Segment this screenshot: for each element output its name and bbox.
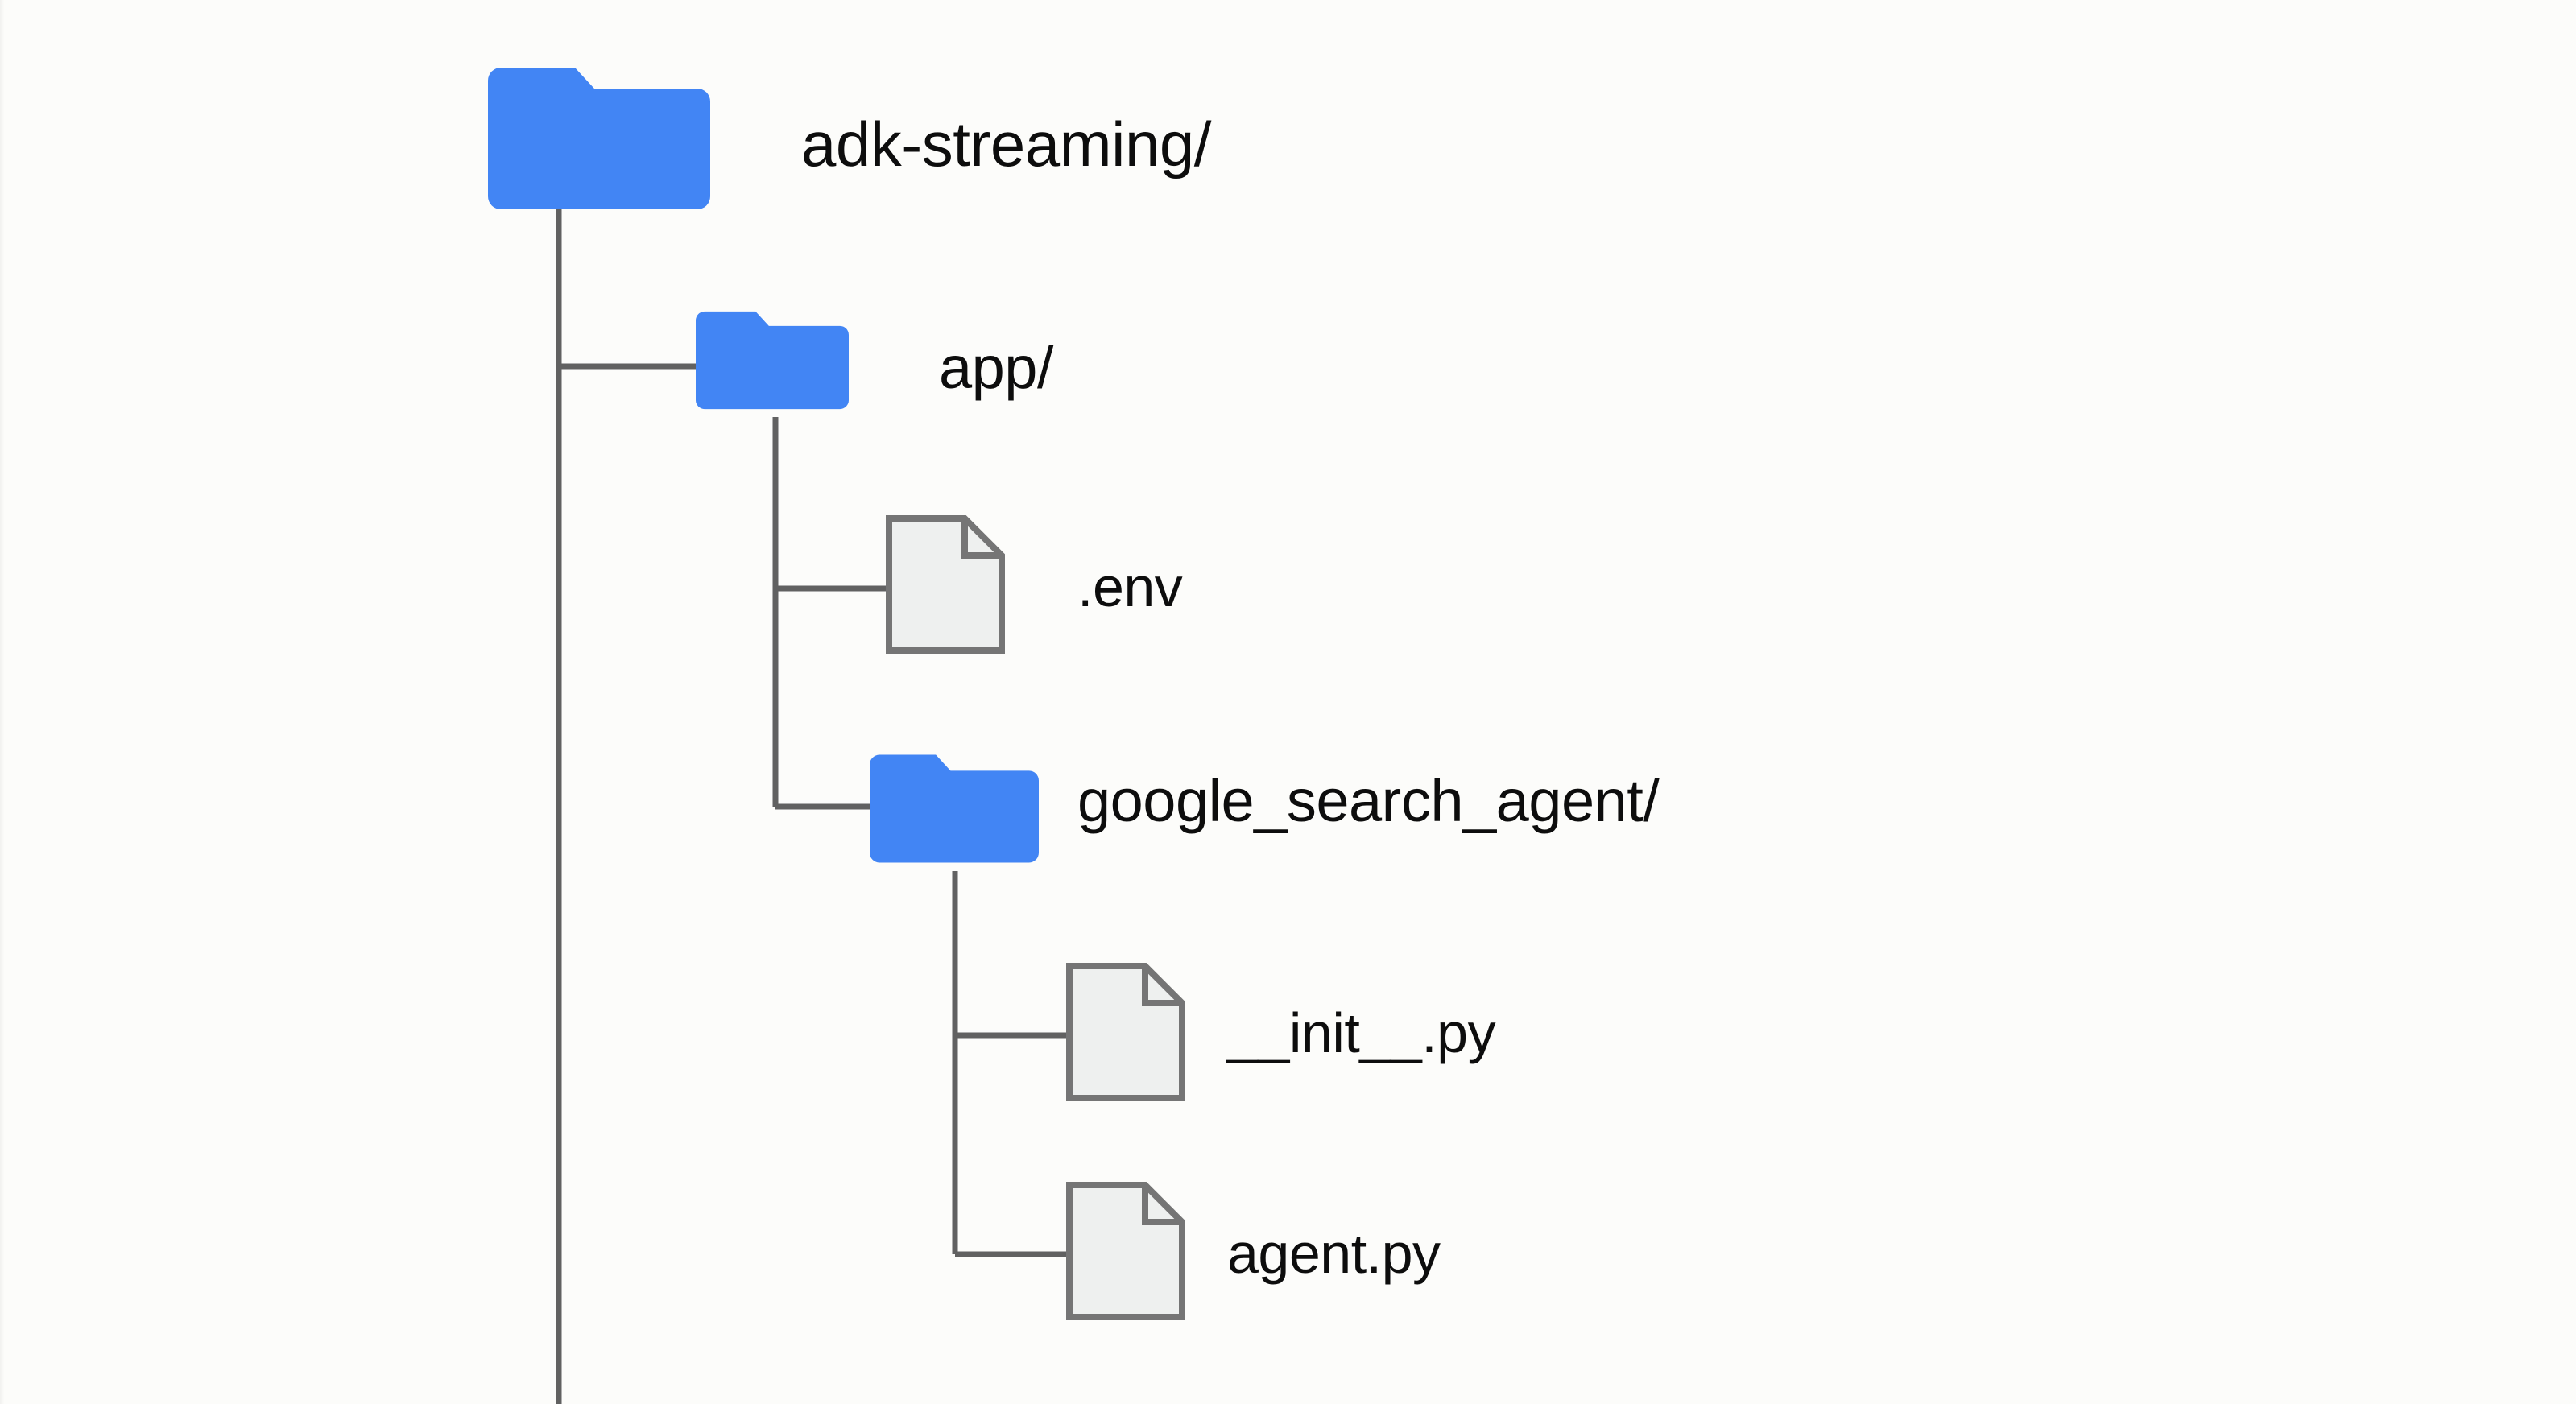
node-label-root[interactable]: adk-streaming/: [801, 109, 1211, 180]
file-icon[interactable]: [1069, 966, 1182, 1098]
node-label-init-py[interactable]: __init__.py: [1227, 1001, 1496, 1064]
folder-icon[interactable]: [870, 754, 1039, 863]
node-label-app[interactable]: app/: [939, 334, 1054, 401]
node-label-env[interactable]: .env: [1077, 555, 1183, 618]
tree-connectors: [556, 208, 1068, 1404]
node-label-google-search-agent[interactable]: google_search_agent/: [1077, 767, 1660, 834]
folder-icon[interactable]: [696, 311, 849, 410]
node-label-agent-py[interactable]: agent.py: [1227, 1222, 1441, 1285]
folder-icon[interactable]: [488, 68, 710, 209]
tree-icons: [488, 68, 1182, 1317]
file-icon[interactable]: [1069, 1185, 1182, 1317]
file-icon[interactable]: [889, 518, 1002, 650]
